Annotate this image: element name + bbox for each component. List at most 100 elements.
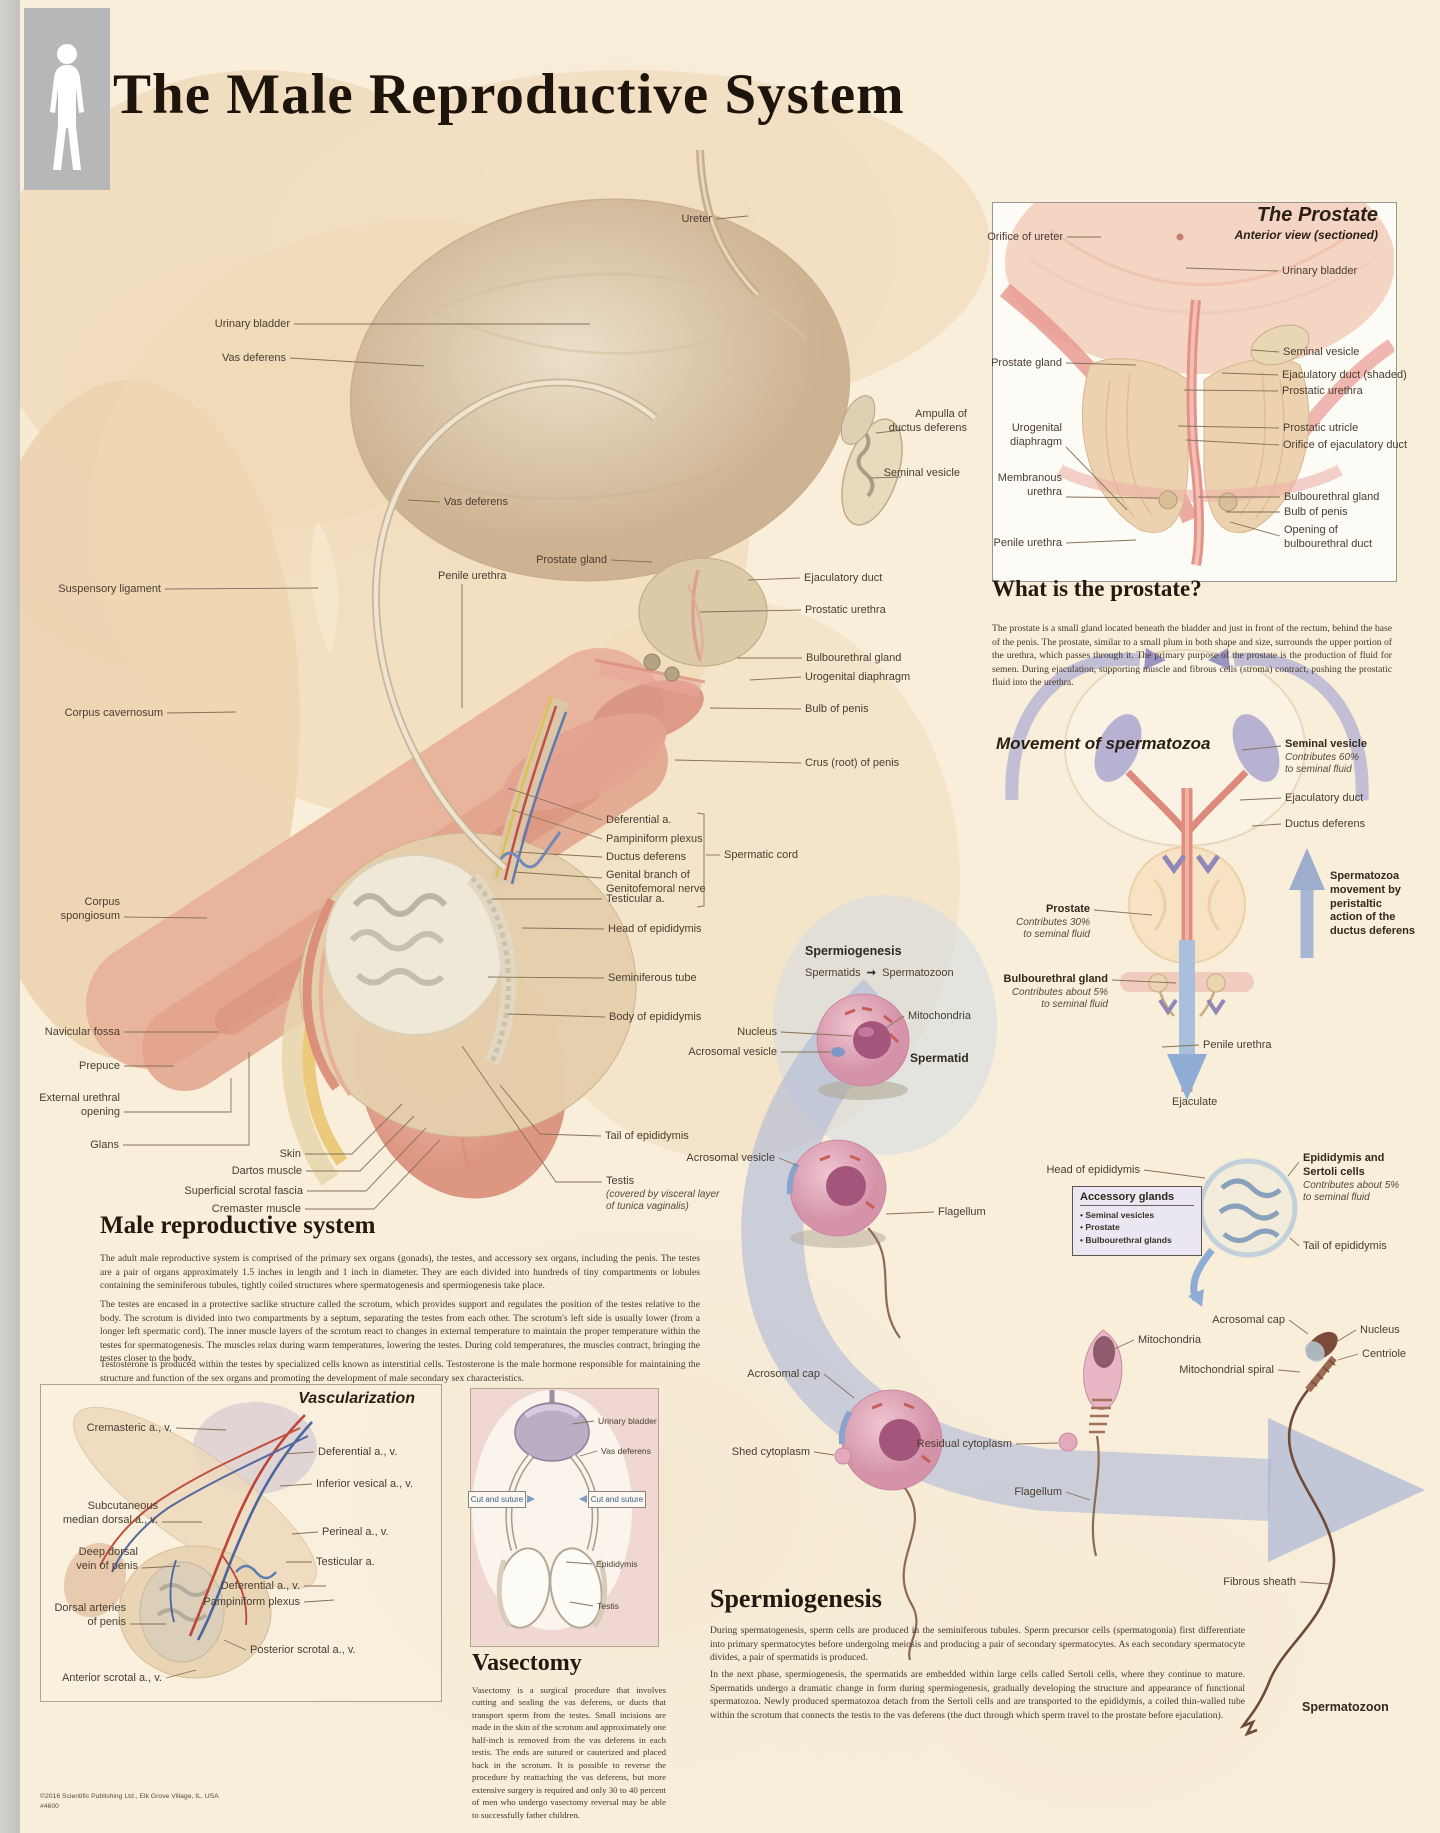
what-is-prostate-body: The prostate is a small gland located be… xyxy=(992,623,1392,689)
leader-line xyxy=(289,357,425,367)
leader-line xyxy=(283,1451,315,1455)
leader-line xyxy=(674,759,802,764)
leader-line xyxy=(1185,439,1280,446)
arrow-left-icon xyxy=(579,1495,587,1503)
leader-line xyxy=(715,215,749,220)
leader-line xyxy=(507,1013,606,1018)
leader-line xyxy=(1065,1491,1091,1501)
leader-line xyxy=(1239,797,1282,801)
leader-line xyxy=(1241,745,1282,751)
leader-line xyxy=(305,1103,403,1155)
human-silhouette-icon xyxy=(50,44,84,170)
leader-line xyxy=(1065,496,1159,499)
leader-line xyxy=(875,429,904,434)
leader-line xyxy=(1065,362,1137,366)
leader-line xyxy=(223,1639,247,1651)
male-repro-p3: Testosterone is produced within the test… xyxy=(100,1359,700,1384)
male-repro-p2: The testes are encased in a protective s… xyxy=(100,1299,700,1365)
human-figure-panel xyxy=(24,8,110,190)
sperm-panel-subline-left: Spermatids xyxy=(805,967,861,979)
leader-line xyxy=(499,1084,602,1137)
spermiogenesis-heading: Spermiogenesis xyxy=(710,1584,882,1613)
leader-line xyxy=(123,1052,250,1146)
leader-line xyxy=(141,1565,181,1569)
prostate-inset-subtitle: Anterior view (sectioned) xyxy=(1234,228,1378,242)
prostate-inset-title: The Prostate xyxy=(1256,204,1378,226)
leader-line xyxy=(749,676,802,681)
vascularization-title: Vascularization xyxy=(298,1390,415,1407)
page-title: The Male Reproductive System xyxy=(113,63,905,126)
cut-and-suture-label: Cut and suture xyxy=(590,1495,644,1504)
leader-line xyxy=(1229,521,1281,537)
sperm-panel-heading: Spermiogenesis xyxy=(805,944,902,958)
what-is-prostate-heading: What is the prostate? xyxy=(992,576,1202,601)
leader-line xyxy=(1299,1581,1331,1585)
leader-line xyxy=(515,851,603,858)
leader-line xyxy=(1251,823,1282,827)
leader-line xyxy=(279,1483,313,1487)
copyright-line2: #4600 xyxy=(40,1803,59,1811)
leader-line xyxy=(778,1157,799,1167)
leader-line xyxy=(1185,267,1279,272)
leader-line xyxy=(1277,1369,1301,1373)
leader-line xyxy=(1288,1319,1309,1335)
arrow-right-icon: ➞ xyxy=(863,967,880,979)
leader-line xyxy=(610,559,653,563)
arrow-right-icon xyxy=(527,1495,535,1503)
leader-line xyxy=(461,1045,602,1183)
male-repro-heading: Male reproductive system xyxy=(100,1212,376,1239)
leader-line xyxy=(407,499,441,503)
leader-line xyxy=(1015,1442,1059,1445)
vasectomy-heading: Vasectomy xyxy=(472,1650,582,1676)
leader-line xyxy=(813,1451,835,1456)
vasectomy-body: Vasectomy is a surgical procedure that i… xyxy=(472,1685,666,1820)
leader-line xyxy=(303,1599,335,1603)
accessory-glands-item: • Seminal vesicles xyxy=(1080,1210,1155,1220)
copyright: ©2016 Scientific Publishing Ltd., Elk Gr… xyxy=(40,1792,219,1812)
leader-line xyxy=(1177,425,1280,429)
leader-line xyxy=(165,1669,197,1679)
copyright-line1: ©2016 Scientific Publishing Ltd., Elk Gr… xyxy=(40,1793,219,1800)
leader-line xyxy=(175,1427,227,1431)
leader-line xyxy=(1093,909,1153,916)
accessory-glands-item: • Prostate xyxy=(1080,1222,1120,1233)
spermiogenesis-p1: During spermatogenesis, sperm cells are … xyxy=(710,1625,1245,1664)
leader-line xyxy=(869,476,902,479)
leader-line xyxy=(696,812,705,908)
leader-line xyxy=(1289,1237,1300,1247)
leader-line xyxy=(1251,349,1280,353)
leader-line xyxy=(307,1127,427,1192)
leader-line xyxy=(1111,1339,1135,1351)
leader-line xyxy=(569,1601,594,1607)
leader-line xyxy=(507,787,603,821)
leader-line xyxy=(747,577,801,581)
sperm-panel-subline: Spermatids ➞ Spermatozoon xyxy=(805,966,954,979)
leader-line xyxy=(885,1015,905,1029)
cut-and-suture-right: Cut and suture xyxy=(579,1491,646,1508)
leader-line xyxy=(1065,539,1137,544)
leader-line xyxy=(1287,1161,1300,1177)
poster-edge xyxy=(0,0,20,1833)
leader-line xyxy=(1065,446,1128,511)
leader-line xyxy=(885,1211,935,1215)
cut-and-suture-label: Cut and suture xyxy=(470,1495,524,1504)
leader-line xyxy=(1221,372,1279,376)
leader-line xyxy=(124,1078,232,1113)
sperm-panel-subline-right: Spermatozoon xyxy=(882,967,954,979)
leader-line xyxy=(164,587,319,590)
leader-line xyxy=(1335,1329,1357,1343)
accessory-glands-item: • Bulbourethral glands xyxy=(1080,1234,1172,1245)
leader-line xyxy=(291,1531,319,1535)
leader-line xyxy=(487,976,605,979)
leader-line xyxy=(306,1115,415,1172)
leader-line xyxy=(823,1373,855,1399)
leader-line xyxy=(780,1031,853,1037)
leader-line xyxy=(1337,1353,1359,1361)
leader-line xyxy=(709,707,802,710)
leader-line xyxy=(699,609,802,613)
leader-line xyxy=(1143,1169,1206,1179)
accessory-glands-box: Accessory glands • Seminal vesicles • Pr… xyxy=(1072,1186,1202,1256)
leader-line xyxy=(1161,1044,1200,1048)
